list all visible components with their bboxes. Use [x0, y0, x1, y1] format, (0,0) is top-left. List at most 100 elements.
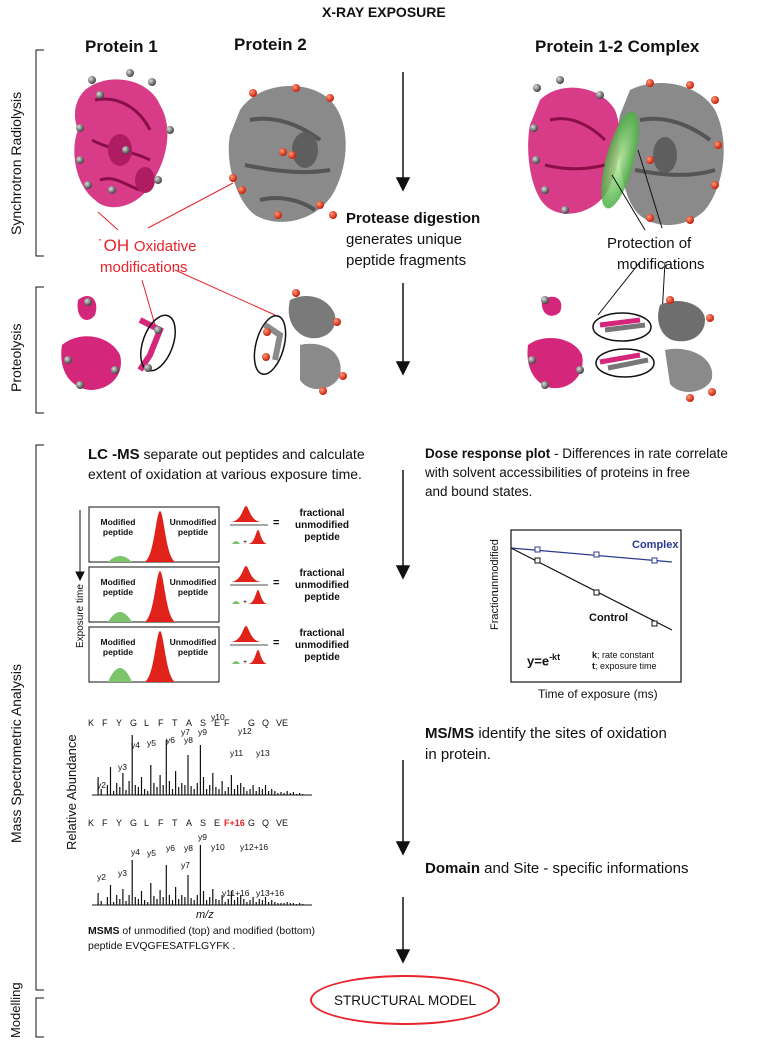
ion-label-bottom: y11+16	[222, 888, 250, 898]
t-text: ; exposure time	[595, 661, 657, 671]
fraction-equals: =	[273, 517, 280, 529]
protease-line2: generates unique	[346, 231, 462, 248]
bracket-modelling	[35, 997, 44, 1038]
fraction-label: fractional unmodified peptide	[295, 508, 349, 543]
modified-peptide-label: Modified peptide	[100, 577, 136, 597]
sequence-residue-bottom: T	[172, 818, 178, 828]
complex-structure	[528, 76, 724, 225]
ion-label-bottom: y9	[198, 832, 207, 842]
sequence-residue-top: VE	[276, 718, 289, 728]
dose-xlabel: Time of exposure (ms)	[538, 687, 658, 701]
oxidative-label-line1: ˙OH Oxidative	[98, 236, 196, 256]
ion-label-top: y12	[238, 726, 252, 736]
lcms-text-1: separate out peptides and calculate	[139, 446, 365, 462]
ion-label-top: y11	[230, 748, 244, 758]
sequence-residue-top: K	[88, 718, 95, 728]
sequence-residue-top: T	[172, 718, 178, 728]
flow-arrows	[395, 72, 411, 964]
msms-heading: MS/MS	[425, 725, 475, 742]
sequence-residue-bottom: Q	[262, 818, 270, 828]
ion-label-top: y6	[166, 735, 175, 745]
unmodified-peak	[144, 571, 176, 622]
ion-label-top: y7	[181, 727, 190, 737]
heading-protein-1: Protein 1	[85, 37, 158, 56]
ion-label-bottom: y3	[118, 868, 127, 878]
protein-2-fragments	[253, 289, 347, 395]
plus-sign: +	[243, 539, 247, 546]
ion-label-top: y13	[256, 748, 270, 758]
k-key: k	[592, 650, 598, 660]
complex-fragments	[527, 296, 716, 402]
sequence-residue-bottom: F+16	[224, 818, 245, 828]
msms-caption-line2: peptide EVQGFESATFLGYFK .	[88, 940, 236, 952]
ion-label-bottom: y12+16	[240, 842, 269, 852]
sequence-residue-bottom: VE	[276, 818, 289, 828]
ion-label-top: y5	[147, 738, 156, 748]
sequence-residue-top: F	[158, 718, 164, 728]
sequence-residue-top: S	[200, 718, 207, 728]
dose-line1: Dose response plot - Differences in rate…	[425, 446, 728, 461]
control-points	[534, 557, 658, 627]
modified-peak	[108, 612, 132, 622]
sequence-residue-top: L	[144, 718, 150, 728]
ion-label-top: y9	[198, 727, 207, 737]
sequence-residue-bottom: F	[158, 818, 164, 828]
protease-heading: Protease digestion	[346, 210, 481, 227]
unmodified-peak	[144, 631, 176, 682]
fraction-numerator-peak	[230, 566, 262, 582]
sequence-residue-top: G	[248, 718, 256, 728]
sequence-residue-bottom: Y	[116, 818, 123, 828]
protease-line3: peptide fragments	[346, 252, 467, 269]
oxidative-word: Oxidative	[133, 238, 197, 255]
modified-peak	[108, 556, 132, 562]
ion-label-bottom: y2	[97, 872, 106, 882]
msms-caption-1: of unmodified (top) and modified (bottom…	[119, 925, 316, 937]
domain-heading: Domain	[425, 860, 481, 877]
domain-text: and Site - specific informations	[480, 860, 689, 877]
sequence-residue-top: F	[224, 718, 230, 728]
k-text: ; rate constant	[597, 650, 655, 660]
msms-caption-line1: MSMS of unmodified (top) and modified (b…	[88, 925, 315, 937]
sequence-residue-top: E	[214, 718, 221, 728]
fraction-equals: =	[273, 577, 280, 589]
ion-label-bottom: y5	[147, 848, 156, 858]
unmodified-peak	[144, 511, 176, 562]
exposure-time-arrow	[75, 510, 85, 582]
fraction-label: fractional unmodified peptide	[295, 628, 349, 663]
ion-label-top: y2	[97, 780, 106, 790]
page-title: X-RAY EXPOSURE	[322, 4, 446, 20]
modified-peptide-label: Modified peptide	[100, 637, 136, 657]
ion-label-top: y3	[118, 762, 127, 772]
oxidative-label-line2: modifications	[100, 259, 188, 276]
dose-line3: and bound states.	[425, 484, 533, 499]
msms-xlabel: m/z	[196, 909, 214, 921]
fraction-red-peak	[248, 650, 268, 664]
sequence-residue-bottom: K	[88, 818, 95, 828]
ion-label-top: y10	[211, 712, 225, 722]
ion-label-top: y8	[184, 735, 193, 745]
dose-line2: with solvent accessibilities of proteins…	[425, 465, 690, 480]
complex-points	[534, 546, 658, 564]
lcms-line1: LC -MS separate out peptides and calcula…	[88, 446, 365, 463]
dose-heading: Dose response plot	[425, 446, 551, 461]
ion-label-top: y4	[131, 740, 140, 750]
ion-label-bottom: y6	[166, 843, 175, 853]
msms-line2: in protein.	[425, 746, 491, 763]
equation-base: y=e	[527, 653, 550, 669]
msms-ylabel: Relative Abundance	[64, 734, 79, 850]
sequence-residue-top: A	[186, 718, 193, 728]
t-definition: t; exposure time	[592, 661, 657, 671]
protection-line2: modifications	[617, 256, 705, 273]
protein-1-structure	[74, 69, 174, 208]
bracket-proteolysis	[35, 286, 44, 414]
bracket-synchrotron	[35, 49, 44, 257]
structural-model-label: STRUCTURAL MODEL	[333, 992, 476, 1008]
heading-protein-2: Protein 2	[234, 35, 307, 54]
equation-exponent: -kt	[549, 652, 561, 662]
lcms-line2: extent of oxidation at various exposure …	[88, 466, 362, 482]
msms-line1: MS/MS identify the sites of oxidation	[425, 725, 667, 742]
ion-label-bottom: y10	[211, 842, 225, 852]
oxidative-callout-lines	[97, 182, 276, 326]
